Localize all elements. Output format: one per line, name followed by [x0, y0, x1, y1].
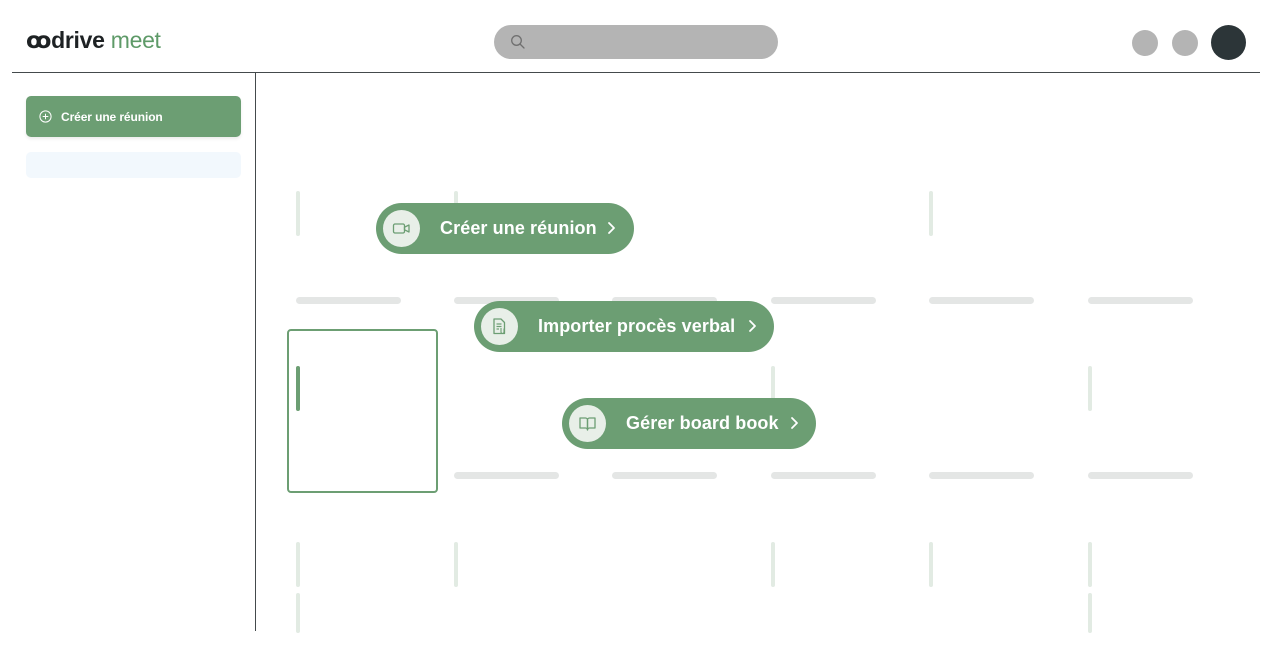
event-placeholder — [771, 366, 775, 411]
chevron-right-icon — [608, 222, 615, 234]
action-label: Importer procès verbal — [538, 316, 736, 336]
action-label: Gérer board book — [626, 413, 779, 433]
event-placeholder — [296, 191, 300, 236]
day-placeholder — [296, 297, 401, 304]
search-icon — [511, 35, 525, 49]
day-placeholder — [771, 472, 876, 479]
manage-board-book-action[interactable]: Gérer board book — [562, 398, 816, 449]
day-placeholder — [1088, 297, 1193, 304]
event-placeholder — [929, 542, 933, 587]
day-placeholder — [771, 297, 876, 304]
settings-button[interactable] — [1172, 30, 1198, 56]
day-placeholder — [929, 297, 1034, 304]
top-header: ꝏdrive meet — [12, 0, 1260, 73]
day-placeholder — [929, 472, 1034, 479]
event-placeholder — [296, 593, 300, 633]
notifications-button[interactable] — [1132, 30, 1158, 56]
day-placeholder — [612, 472, 717, 479]
create-meeting-label: Créer une réunion — [61, 110, 163, 124]
chevron-right-icon — [749, 320, 756, 332]
search-bar[interactable] — [494, 25, 778, 59]
event-placeholder — [1088, 366, 1092, 411]
video-camera-icon — [383, 210, 420, 247]
day-placeholder — [454, 472, 559, 479]
sidebar-item-faded[interactable] — [26, 152, 241, 178]
calendar-area — [256, 73, 1260, 633]
sidebar: Créer une réunion — [0, 73, 256, 631]
event-placeholder — [454, 542, 458, 587]
event-placeholder — [929, 191, 933, 236]
day-placeholder — [454, 297, 559, 304]
day-placeholder — [612, 297, 717, 304]
action-label: Créer une réunion — [440, 218, 597, 238]
day-placeholder — [1088, 472, 1193, 479]
document-clip-icon — [481, 308, 518, 345]
create-meeting-action[interactable]: Créer une réunion — [376, 203, 634, 254]
plus-circle-icon — [39, 110, 52, 123]
logo[interactable]: ꝏdrive meet — [26, 29, 161, 52]
event-placeholder — [1088, 593, 1092, 633]
event-placeholder — [1088, 542, 1092, 587]
event-indicator — [296, 366, 300, 411]
import-minutes-action[interactable]: Importer procès verbal — [474, 301, 774, 352]
chevron-right-icon — [791, 417, 798, 429]
event-placeholder — [771, 542, 775, 587]
selected-day-cell[interactable] — [287, 329, 438, 493]
logo-brand: ꝏdrive — [26, 27, 105, 53]
event-placeholder — [296, 542, 300, 587]
logo-product: meet — [104, 27, 161, 53]
create-meeting-button[interactable]: Créer une réunion — [26, 96, 241, 137]
open-book-icon — [569, 405, 606, 442]
avatar[interactable] — [1211, 25, 1246, 60]
